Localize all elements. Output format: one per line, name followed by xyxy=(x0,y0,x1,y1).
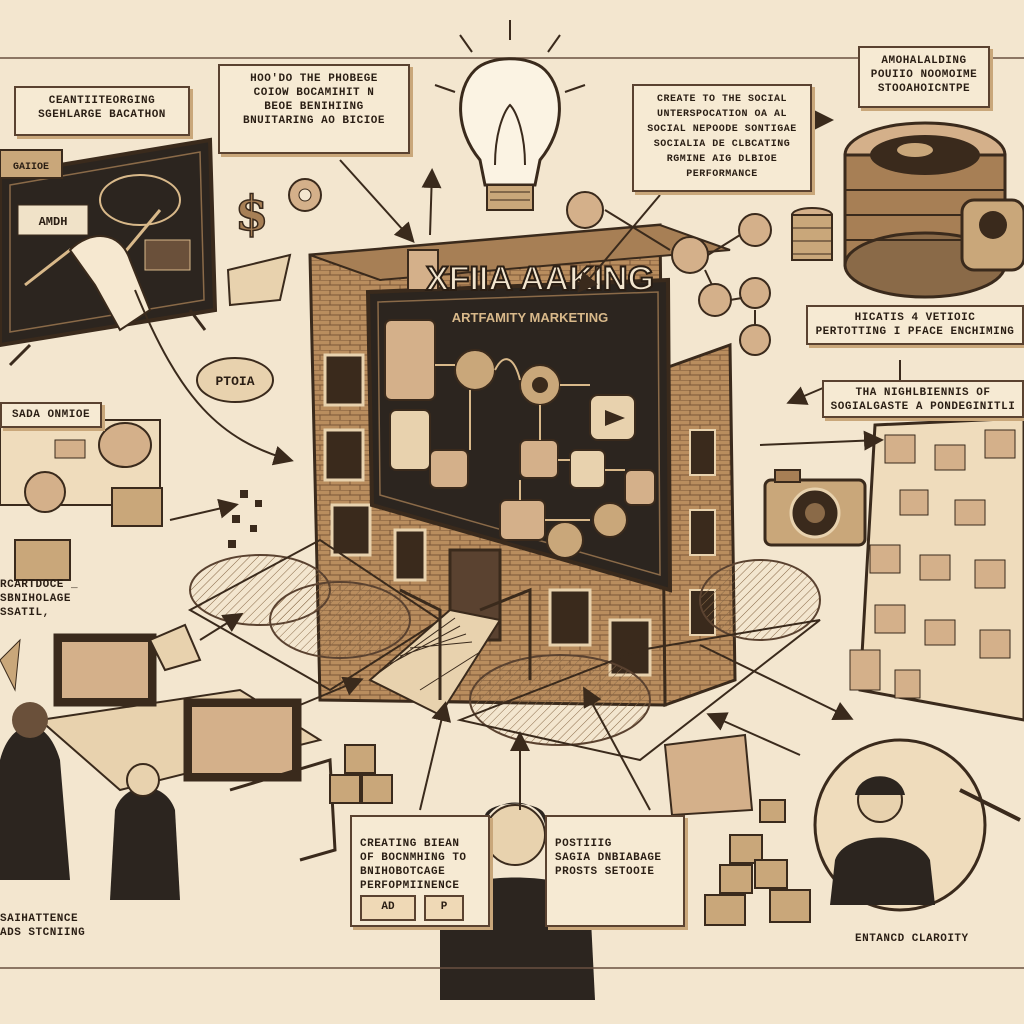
callout-right-middle-1: HICATIS 4 VETIOIC PERTOTTING I PFACE ENC… xyxy=(806,305,1024,345)
callout-bottom-center-right: POSTIIIG SAGIA DNBIABAGE PROSTS SETOOIE xyxy=(545,815,685,927)
callout-top-left: CEANTIITEORGING SGEHLARGE BACATHON xyxy=(14,86,190,136)
callout-far-right: AMOHALALDING POUIIO NOOMOIME STOOAHOICNT… xyxy=(858,46,990,108)
callout-top-right: CREATE TO THE SOCIAL UNTERSPOCATION OA A… xyxy=(632,84,812,192)
badge-label: PTOIA xyxy=(215,374,254,389)
badge-shape xyxy=(196,357,274,403)
callout-right-middle-2: THA NIGHLBIENNIS OF SOGIALGASTE A PONDEG… xyxy=(822,380,1024,418)
scattered-fragments xyxy=(0,490,262,692)
billboard-title: XFIIA AAKING xyxy=(426,260,654,298)
coin-stack xyxy=(791,207,833,261)
chalkboard-drawing xyxy=(0,137,218,367)
billboard xyxy=(365,249,673,593)
social-icons-chain xyxy=(566,191,772,356)
ad-button[interactable]: AD xyxy=(360,895,416,921)
label-bottom-right-caption: ENTANCD CLAROITY xyxy=(855,933,969,945)
sticky-tag-label: GAIIOE xyxy=(13,162,49,173)
entrance-stairs xyxy=(368,587,532,717)
callout-bottom-center-right-text: POSTIIIG SAGIA DNBIABAGE PROSTS SETOOIE xyxy=(555,838,662,878)
svg-text:$: $ xyxy=(235,186,268,242)
camera-lens xyxy=(843,121,1024,299)
office-workers xyxy=(0,633,337,900)
label-bottom-left-caption: SAIHATTENCE ADS STCNIING xyxy=(0,913,86,939)
shrubbery xyxy=(187,538,821,762)
camera-icon xyxy=(763,469,867,547)
dollar-gear-icon: $ xyxy=(226,178,322,307)
p-button[interactable]: P xyxy=(424,895,464,921)
callout-top-center: HOO'DO THE PHOBEGE COIOW BOCAMIHIT N BEO… xyxy=(218,64,410,154)
billboard-subtitle: ARTFAMITY MARKETING xyxy=(452,310,608,325)
sticky-tag: GAIIOE xyxy=(0,149,63,179)
callout-left-middle: SADA ONMIOE xyxy=(0,402,102,428)
label-bottom-left-block: RCARTDOCE _ SBNIHOLAGE SSATIL, xyxy=(0,579,79,619)
callout-bottom-center-left: CREATING BIEAN OF BOCNMHING TO BNIHOBOTC… xyxy=(350,815,490,927)
photo-collage-board xyxy=(849,416,1024,722)
connector-arrows xyxy=(134,110,901,811)
callout-bottom-center-left-text: CREATING BIEAN OF BOCNMHING TO BNIHOBOTC… xyxy=(360,838,467,892)
circle-portrait xyxy=(813,738,1021,912)
light-bulb-icon xyxy=(434,20,586,211)
crates xyxy=(329,744,811,926)
board-left-label: AMDH xyxy=(39,215,68,229)
tablet-device xyxy=(663,733,754,817)
left-gadgets-panel xyxy=(0,419,163,581)
